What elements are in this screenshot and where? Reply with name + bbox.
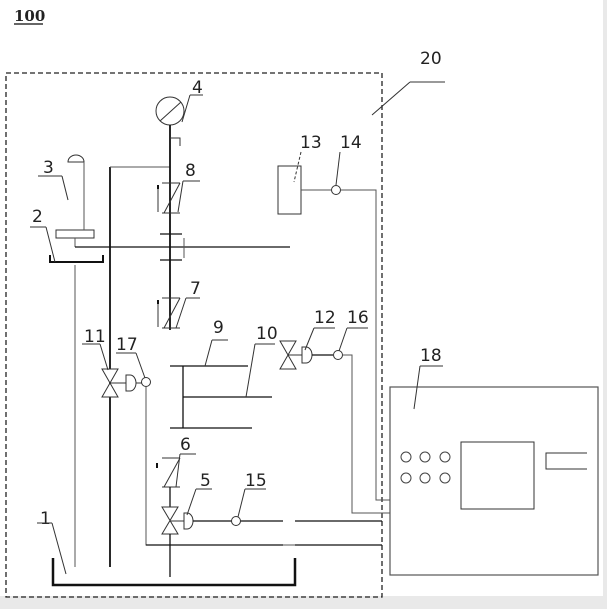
leader-7 [175, 297, 187, 329]
leader-10 [245, 343, 256, 398]
enclosure-20 [5, 72, 383, 598]
leader-18 [413, 365, 421, 410]
leader-2 [45, 226, 56, 263]
leader-8 [177, 180, 184, 213]
leader-12 [304, 327, 315, 351]
controller-button[interactable] [419, 451, 431, 463]
label-11: 11 [84, 327, 106, 347]
label-20: 20 [420, 49, 442, 69]
check-valve-8: 8 [157, 161, 200, 214]
check-valve-7: 7 [157, 279, 201, 329]
pressure-gauge-4: 4 [155, 78, 203, 330]
sensor-14: 14 [301, 133, 390, 501]
controller-slot [545, 452, 587, 470]
label-1: 1 [40, 509, 51, 529]
gauge-needle-icon [159, 101, 182, 122]
label-10: 10 [256, 324, 278, 344]
label-7: 7 [190, 279, 201, 299]
label-16: 16 [347, 308, 369, 328]
controller-button[interactable] [439, 472, 451, 484]
tank-1: 1 [37, 509, 297, 587]
leader-4 [181, 94, 191, 123]
nozzle-cap-icon [67, 154, 85, 163]
tray-2: 2 [30, 207, 104, 263]
label-9: 9 [213, 318, 224, 338]
valve-5: 5 [161, 471, 212, 577]
controller-button[interactable] [400, 472, 412, 484]
leader-3 [61, 175, 69, 201]
sensor-16: 16 [333, 308, 390, 514]
label-15: 15 [245, 471, 267, 491]
valve-11: 11 [82, 327, 142, 398]
leader-17 [135, 352, 146, 379]
label-8: 8 [185, 161, 196, 181]
label-4: 4 [192, 78, 203, 98]
leader-20 [371, 81, 411, 116]
leader-16 [338, 327, 348, 352]
spray-plate-3: 3 [38, 154, 290, 248]
plates-9-10: 9 10 [170, 318, 278, 429]
controller-18: 18 [389, 346, 599, 576]
label-18: 18 [420, 346, 442, 366]
controller-buttons [400, 451, 451, 484]
label-20-group: 20 [371, 49, 445, 116]
signal-line-14 [341, 189, 390, 501]
leader-9 [204, 339, 213, 367]
label-17: 17 [116, 335, 138, 355]
label-6: 6 [180, 435, 191, 455]
label-14: 14 [340, 133, 362, 153]
actuator-icon [125, 374, 137, 392]
actuator-icon [183, 512, 194, 530]
check-valve-6: 6 [156, 435, 196, 507]
leader-13 [293, 151, 302, 183]
controller-button[interactable] [400, 451, 412, 463]
label-2: 2 [32, 207, 43, 227]
figure-title: 100 [14, 7, 45, 25]
leader-6 [175, 453, 181, 488]
controller-display [460, 441, 535, 510]
label-5: 5 [200, 471, 211, 491]
label-12: 12 [314, 308, 336, 328]
valve-12: 12 [279, 308, 336, 370]
leader-1 [51, 522, 67, 575]
label-3: 3 [43, 158, 54, 178]
leader-15 [237, 488, 246, 518]
leader-5 [186, 488, 197, 516]
sensor-15: 15 [193, 471, 382, 526]
controller-button[interactable] [439, 451, 451, 463]
leader-14 [335, 151, 341, 186]
leader-11 [99, 343, 109, 371]
signal-line-16 [343, 354, 390, 514]
controller-button[interactable] [419, 472, 431, 484]
actuator-icon [301, 346, 313, 364]
label-13: 13 [300, 133, 322, 153]
